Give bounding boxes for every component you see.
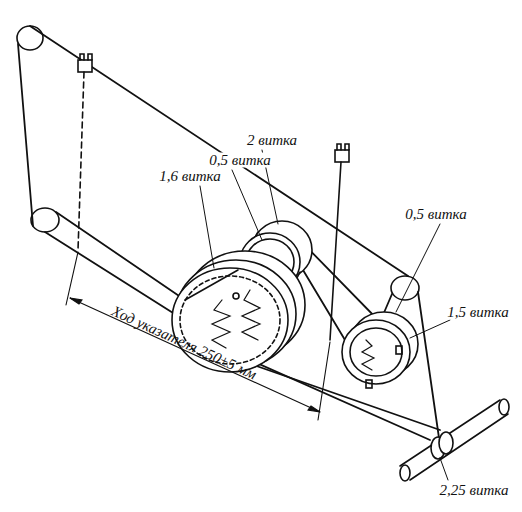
turns-label: 0,5 витка bbox=[403, 207, 469, 222]
cord bbox=[18, 26, 440, 445]
pulley bbox=[31, 208, 59, 232]
dimension-line bbox=[66, 252, 330, 420]
pointer bbox=[78, 54, 349, 340]
pulley bbox=[17, 26, 43, 50]
tuning-shaft bbox=[400, 399, 509, 481]
turns-label: 2 витка bbox=[245, 133, 299, 148]
right-drum bbox=[342, 312, 418, 388]
turns-label: 1,5 витка bbox=[445, 305, 511, 320]
turns-label: 1,6 витка bbox=[157, 169, 223, 184]
pulley bbox=[391, 276, 419, 300]
leader-line bbox=[200, 150, 450, 480]
turns-label: 0,5 витка bbox=[207, 153, 273, 168]
turns-label: 2,25 витка bbox=[438, 483, 511, 498]
